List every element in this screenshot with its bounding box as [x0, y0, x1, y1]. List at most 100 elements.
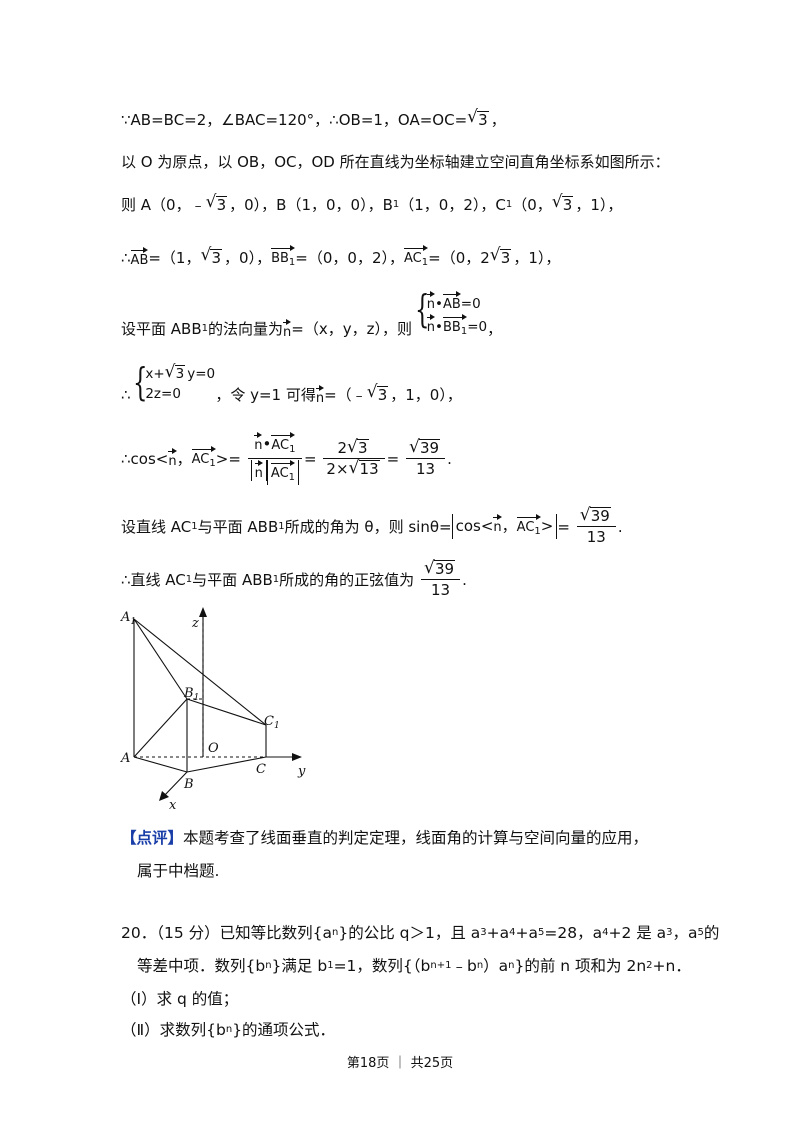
text: ∴	[121, 386, 131, 404]
radicand: 3	[357, 439, 369, 457]
vector: n	[426, 291, 436, 312]
text: ∴cos<	[121, 449, 169, 468]
text: 20．（15 分）已知等比数列{a	[121, 923, 332, 942]
vector-label: n	[426, 320, 435, 335]
equation-row: n•BB1=0	[426, 314, 487, 339]
text: ，	[501, 517, 517, 535]
vector-label: AC	[516, 520, 535, 535]
subscript: n	[476, 959, 484, 971]
edge-BC	[186, 756, 267, 773]
numerator: 39	[420, 557, 461, 580]
vector: n	[315, 384, 325, 406]
text: 2	[337, 439, 348, 457]
sqrt: 3	[552, 191, 574, 216]
vector-label: n	[493, 520, 502, 535]
text: （Ⅱ）求数列{b	[121, 1020, 226, 1039]
text: 的	[703, 923, 720, 942]
vector: AB	[442, 291, 461, 312]
sqrt: 39	[580, 504, 611, 526]
equation-row: n•AB=0	[426, 291, 487, 314]
comment-text: 属于中档题.	[137, 861, 220, 880]
subscript: 1	[289, 444, 296, 455]
text: =	[557, 517, 570, 536]
text: 设直线 AC	[121, 517, 192, 536]
text: （0，	[512, 195, 552, 214]
label-O: O	[208, 741, 219, 756]
dot: •	[262, 435, 272, 453]
subscript: 1	[505, 198, 513, 210]
label-B1: B1	[183, 686, 199, 703]
vector: AC1	[271, 432, 296, 457]
line-2: 以 O 为原点，以 OB，OC，OD 所在直线为坐标轴建立空间直角坐标系如图所示…	[121, 150, 670, 173]
subscript: 1	[288, 472, 296, 483]
sqrt: 13	[349, 457, 380, 479]
radicand: 39	[433, 560, 456, 578]
label-C: C	[256, 762, 266, 777]
text: 与平面 ABB	[192, 570, 273, 589]
text: =	[386, 449, 400, 468]
equation-system: x+3y=0 2z=0	[135, 361, 216, 404]
superscript: 2	[646, 959, 653, 971]
edge-B1C1	[186, 698, 267, 726]
text: =	[304, 449, 317, 468]
vector: n	[168, 448, 177, 469]
subscript: n	[508, 959, 515, 971]
abs: n	[250, 460, 267, 481]
vector-label: AB	[130, 253, 149, 268]
text: ，0），B（1，0，0），B	[229, 195, 393, 214]
vector-label: AC	[191, 452, 210, 467]
text: cos<	[455, 517, 494, 535]
subscript: 4	[602, 926, 609, 938]
text: ，0），	[224, 248, 272, 267]
subscript: 5	[538, 926, 545, 938]
subscript: n+1	[430, 959, 452, 971]
abs: cos<n，AC1>	[451, 514, 558, 539]
text: ，	[176, 449, 192, 468]
text: 与平面 ABB	[197, 517, 279, 536]
line-1: ∵AB=BC=2，∠BAC=120°，∴OB=1，OA=OC=3，	[121, 106, 506, 131]
vector: AC1	[270, 460, 296, 485]
vector: AB	[130, 247, 149, 268]
text: ，a	[672, 923, 698, 942]
radicand: 3	[477, 110, 489, 129]
problem-20-part-2: （Ⅱ）求数列{bn}的通项公式．	[121, 1018, 335, 1041]
comment-line-2: 属于中档题.	[137, 859, 219, 882]
subscript: 1	[278, 520, 285, 532]
comment-line-1: 【点评】本题考查了线面垂直的判定定理，线面角的计算与空间向量的应用，	[121, 826, 648, 849]
radicand: 39	[418, 439, 441, 457]
vector: BB1	[271, 245, 296, 270]
denominator: 13	[430, 581, 451, 599]
text: =（0，0，2），	[295, 248, 404, 267]
radicand: 3	[210, 248, 223, 267]
sqrt: 3	[467, 106, 489, 131]
vector-label: AB	[442, 297, 461, 312]
text: ，1），	[513, 248, 561, 267]
line-5: 设平面 ABB1的法向量为n=（x，y，z），则 n•AB=0 n•BB1=0 …	[121, 290, 502, 340]
text: 2z=0	[145, 386, 181, 402]
subscript: n	[225, 1023, 233, 1035]
text: 设平面 ABB	[121, 320, 202, 338]
radicand: 13	[358, 460, 380, 478]
label-A1: A1	[120, 610, 136, 627]
radicand: 3	[561, 195, 574, 214]
radicand: 3	[174, 365, 186, 382]
subscript: 4	[509, 926, 516, 938]
problem-20-line-1: 20．（15 分）已知等比数列{an}的公比 q＞1，且 a3+a4+a5=28…	[121, 921, 719, 944]
denominator: 13	[415, 460, 436, 478]
label-x: x	[169, 798, 177, 812]
vector: n	[493, 514, 502, 535]
vector: n	[254, 460, 264, 481]
label-C1: C1	[264, 714, 280, 731]
text: ∵AB=BC=2，∠BAC=120°，∴OB=1，OA=OC=	[121, 110, 468, 129]
text: +n．	[652, 956, 691, 975]
vector: AC1	[404, 245, 429, 270]
text: 以 O 为原点，以 OB，OC，OD 所在直线为坐标轴建立空间直角坐标系如图所示…	[121, 152, 670, 171]
subscript: n	[265, 959, 272, 971]
text: y=0	[187, 366, 216, 382]
subscript: 1	[534, 526, 541, 537]
problem-20-part-1: （Ⅰ）求 q 的值；	[121, 987, 238, 1010]
text: .	[447, 449, 452, 468]
text: 则 A（0，﹣	[121, 195, 206, 214]
